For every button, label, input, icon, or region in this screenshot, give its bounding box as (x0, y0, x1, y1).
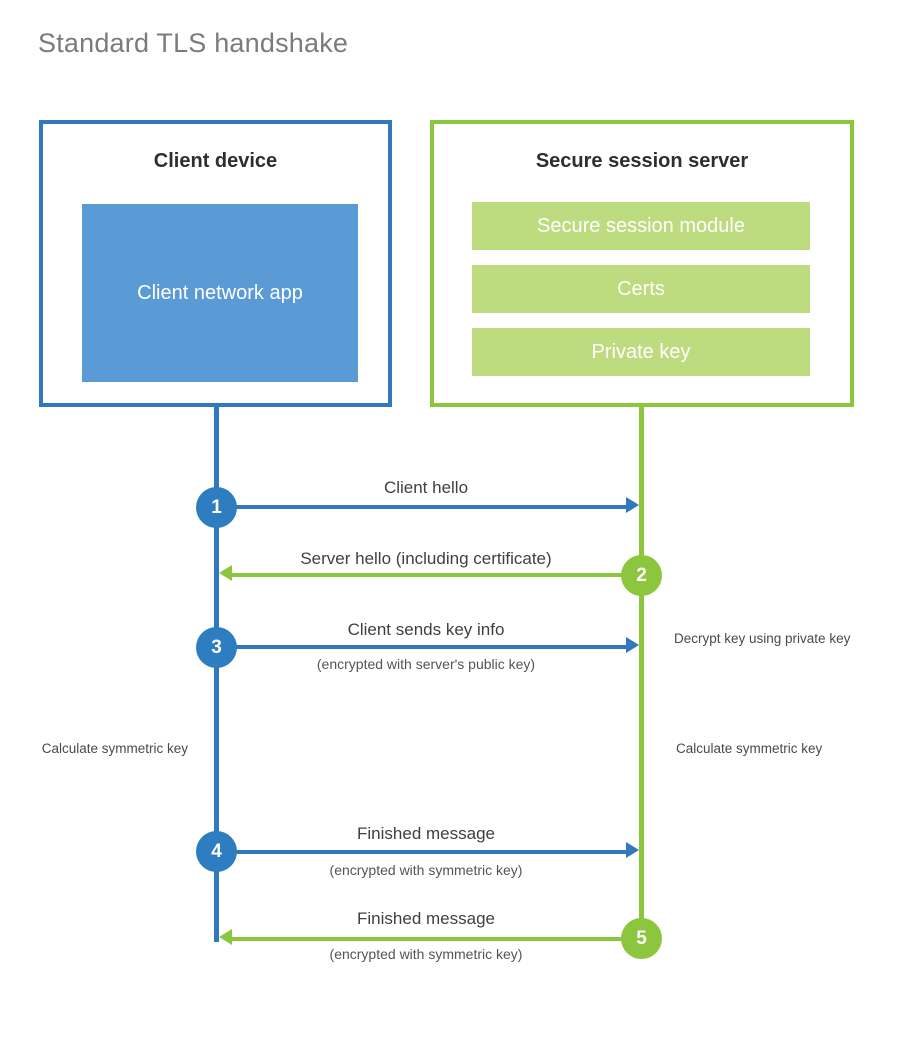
client-lifeline (214, 405, 219, 942)
page-title: Standard TLS handshake (38, 28, 349, 58)
step-5-message-sublabel: (encrypted with symmetric key) (329, 946, 523, 962)
secure-session-server-title: Secure session server (535, 150, 749, 172)
step-4-number-badge: 4 (196, 831, 237, 872)
step-1-number-badge: 1 (196, 487, 237, 528)
step-1-arrow-head-icon (626, 497, 639, 513)
step-2-message-label: Server hello (including certificate) (300, 549, 552, 568)
step-3-number-badge: 3 (196, 627, 237, 668)
client-network-app-block: Client network app (82, 204, 358, 382)
note-decrypt-key: Decrypt key using private key (674, 631, 851, 646)
step-3-message-label: Client sends key info (347, 620, 505, 639)
step-3-message-sublabel: (encrypted with server's public key) (316, 656, 536, 672)
step-4-arrow-line (216, 850, 626, 854)
secure-session-server-box: Secure session server Secure session mod… (430, 120, 854, 407)
server-component-certs: Certs (472, 265, 810, 313)
server-lifeline (639, 405, 644, 942)
step-2-arrow-line (232, 573, 642, 577)
step-5-arrow-line (232, 937, 642, 941)
step-4-message-label: Finished message (357, 824, 495, 843)
step-4-message-sublabel: (encrypted with symmetric key) (329, 862, 523, 878)
client-network-app-label: Client network app (137, 281, 303, 304)
note-calculate-symmetric-key-client: Calculate symmetric key (41, 741, 188, 756)
server-component-secure-session-module: Secure session module (472, 202, 810, 250)
step-3-arrow-line (216, 645, 626, 649)
step-5-number-badge: 5 (621, 918, 662, 959)
step-1-arrow-line (216, 505, 626, 509)
step-2-arrow-head-icon (219, 565, 232, 581)
client-device-box: Client device Client network app (39, 120, 392, 407)
server-component-private-key: Private key (472, 328, 810, 376)
step-2-number-badge: 2 (621, 555, 662, 596)
step-5-arrow-head-icon (219, 929, 232, 945)
step-5-message-label: Finished message (357, 909, 495, 928)
note-calculate-symmetric-key-server: Calculate symmetric key (676, 741, 823, 756)
step-1-message-label: Client hello (383, 478, 469, 497)
client-device-title: Client device (153, 150, 278, 172)
step-4-arrow-head-icon (626, 842, 639, 858)
step-3-arrow-head-icon (626, 637, 639, 653)
